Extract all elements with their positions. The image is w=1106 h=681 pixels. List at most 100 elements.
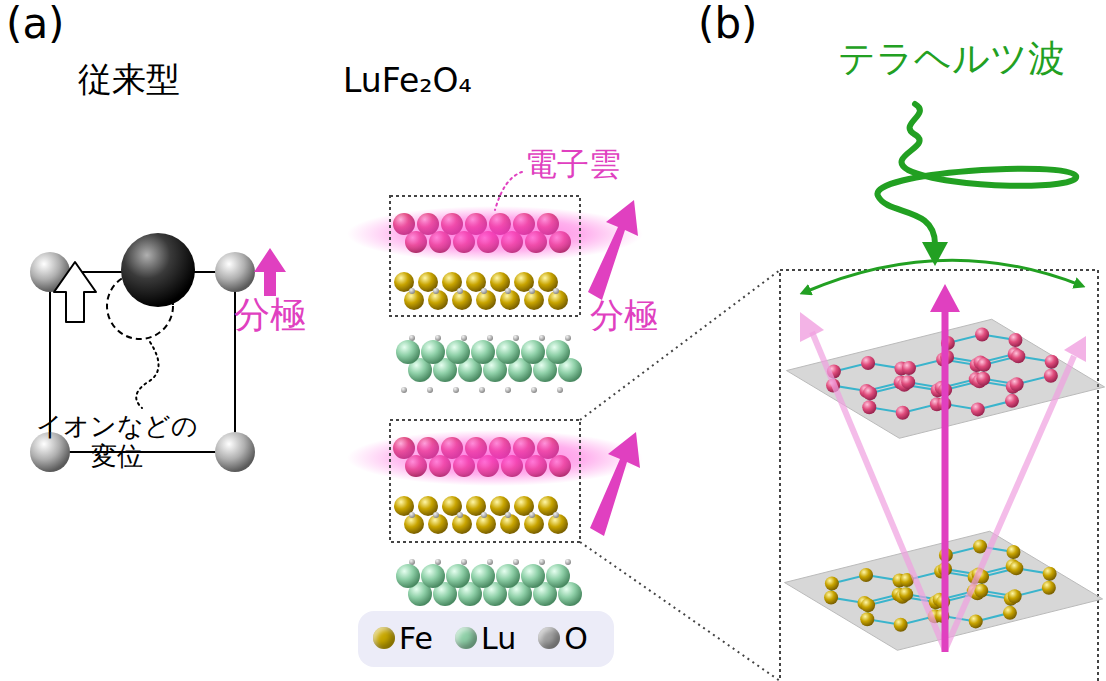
path-shape <box>254 248 286 296</box>
legend-swatch <box>455 627 477 649</box>
lufe2o4-layers <box>347 206 643 617</box>
circle-shape <box>421 340 445 364</box>
circle-shape <box>521 340 545 364</box>
circle-shape <box>529 512 535 518</box>
circle-shape <box>899 587 913 601</box>
legend-item: Lu <box>455 621 516 656</box>
circle-shape <box>1003 606 1017 620</box>
circle-shape <box>427 387 433 393</box>
circle-shape <box>896 406 910 420</box>
zoom-frame <box>780 270 1098 681</box>
line-shape <box>945 356 1074 650</box>
path-shape <box>495 172 522 210</box>
terahertz-wave <box>877 104 1076 266</box>
circle-shape <box>409 559 415 565</box>
circle-shape <box>433 512 439 518</box>
path-shape <box>54 262 96 322</box>
circle-shape <box>457 288 463 294</box>
legend-text: O <box>564 621 588 656</box>
layer-frames <box>390 172 780 681</box>
circle-shape <box>521 564 545 588</box>
circle-shape <box>513 335 519 341</box>
circle-shape <box>1008 589 1022 603</box>
ellipse-shape <box>347 430 643 486</box>
line-shape <box>812 332 945 650</box>
circle-shape <box>513 559 519 565</box>
circle-shape <box>496 340 520 364</box>
circle-shape <box>481 288 487 294</box>
circle-shape <box>861 598 875 612</box>
circle-shape <box>546 340 570 364</box>
circle-shape <box>435 335 441 341</box>
circle-shape <box>1044 369 1058 383</box>
path-shape <box>590 432 640 536</box>
circle-shape <box>539 559 545 565</box>
polarization-arrows <box>800 260 1086 652</box>
path-shape <box>588 200 638 300</box>
path-shape <box>805 260 1080 292</box>
circle-shape <box>971 402 985 416</box>
legend-swatch <box>538 627 560 649</box>
circle-shape <box>1043 567 1057 581</box>
circle-shape <box>976 372 990 386</box>
circle-shape <box>860 612 874 626</box>
label: 分極 <box>590 296 658 335</box>
rect-shape <box>390 420 580 542</box>
legend-swatch <box>373 627 395 649</box>
circle-shape <box>902 361 916 375</box>
circle-shape <box>553 512 559 518</box>
circle-shape <box>825 577 839 591</box>
circle-shape <box>973 539 987 553</box>
legend-text: Fe <box>399 621 433 656</box>
circle-shape <box>553 288 559 294</box>
label: 電子雲 <box>525 146 621 183</box>
circle-shape <box>446 564 470 588</box>
circle-shape <box>461 559 467 565</box>
circle-shape <box>435 559 441 565</box>
circle-shape <box>969 614 983 628</box>
circle-shape <box>862 400 876 414</box>
circle-shape <box>409 512 415 518</box>
path-shape <box>922 242 948 266</box>
circle-shape <box>1010 377 1024 391</box>
circle-shape <box>215 432 255 472</box>
circle-shape <box>901 375 915 389</box>
path-shape <box>877 104 1076 244</box>
circle-shape <box>487 559 493 565</box>
circle-shape <box>1009 561 1023 575</box>
circle-shape <box>531 387 537 393</box>
label: (a) <box>6 0 65 48</box>
legend-item: O <box>538 621 588 656</box>
circle-shape <box>461 335 467 341</box>
circle-shape <box>557 387 563 393</box>
circle-shape <box>1008 333 1022 347</box>
line-shape <box>942 310 949 652</box>
circle-shape <box>1011 349 1025 363</box>
circle-shape <box>396 564 420 588</box>
label: LuFe₂O₄ <box>343 62 472 100</box>
circle-shape <box>863 386 877 400</box>
legend-text: Lu <box>481 621 516 656</box>
circle-shape <box>505 387 511 393</box>
circle-shape <box>453 387 459 393</box>
circle-shape <box>1006 545 1020 559</box>
circle-shape <box>565 559 571 565</box>
circle-shape <box>505 512 511 518</box>
label: 分極 <box>234 294 306 335</box>
circle-shape <box>894 618 908 632</box>
path-shape <box>136 342 158 408</box>
label: 従来型 <box>78 60 180 99</box>
circle-shape <box>977 358 991 372</box>
path-shape <box>580 270 780 420</box>
path-shape <box>930 284 960 312</box>
circle-shape <box>433 288 439 294</box>
circle-shape <box>446 340 470 364</box>
legend-panel <box>358 611 614 667</box>
circle-shape <box>496 564 520 588</box>
circle-shape <box>859 568 873 582</box>
circle-shape <box>479 387 485 393</box>
path-shape <box>1064 336 1086 362</box>
label: (b) <box>698 0 757 48</box>
circle-shape <box>215 252 255 292</box>
circle-shape <box>401 387 407 393</box>
